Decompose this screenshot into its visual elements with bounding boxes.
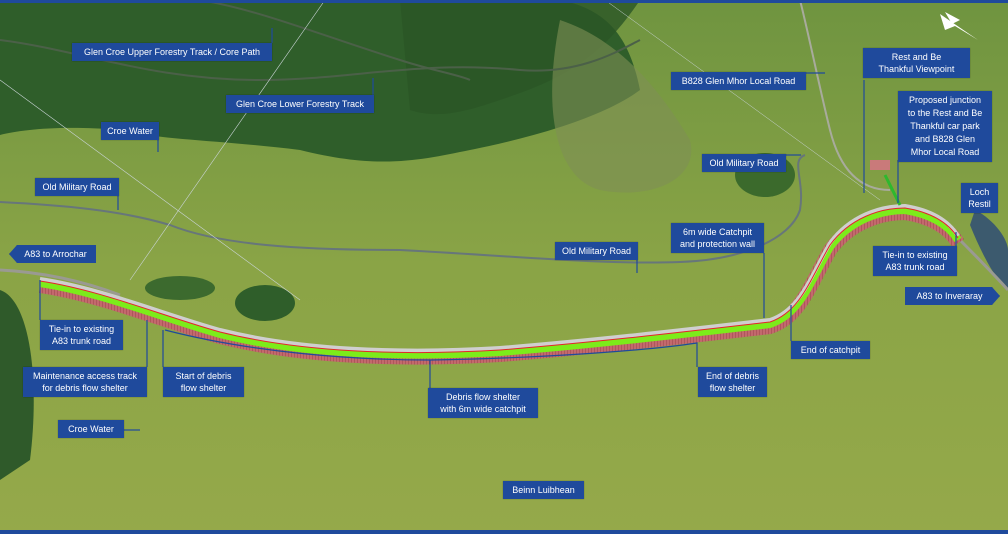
label-line: End of debris: [705, 371, 760, 381]
label-line: A83 trunk road: [51, 336, 112, 346]
label-line: Maintenance access track: [32, 371, 138, 381]
label-old-military-road-east: Old Military Road: [702, 154, 786, 172]
label-line: Debris flow shelter: [445, 392, 521, 402]
road-centerline: [39, 207, 959, 354]
shelter-extent-bracket: [164, 329, 698, 367]
label-line: Proposed junction: [908, 95, 982, 105]
label-croe-water-north: Croe Water: [101, 122, 159, 140]
woodland: [235, 285, 295, 321]
lower-forestry-track: [199, 0, 471, 81]
old-military-road: [0, 154, 806, 264]
forest-area: [0, 290, 34, 480]
label-line: to the Rest and Be: [907, 108, 983, 118]
label-old-military-road-mid: Old Military Road: [555, 242, 638, 260]
label-a83-to-inveraray: A83 to Inveraray: [905, 287, 1000, 305]
label-b828: B828 Glen Mhor Local Road: [671, 72, 806, 90]
power-line: [604, 0, 881, 201]
bottom-border: [0, 530, 1008, 534]
label-proposed-junction: Proposed junction to the Rest and Be Tha…: [898, 91, 992, 162]
label-loch-restil: Loch Restil: [961, 183, 998, 213]
label-beinn-luibhean: Beinn Luibhean: [503, 481, 584, 499]
car-park: [870, 160, 890, 170]
label-line: Mhor Local Road: [910, 147, 980, 157]
label-start-of-shelter: Start of debris flow shelter: [163, 367, 244, 397]
label-line: for debris flow shelter: [42, 383, 128, 393]
label-tie-in-west: Tie-in to existing A83 trunk road: [40, 320, 123, 350]
label-line: 6m wide Catchpit: [682, 227, 753, 237]
embankment: [39, 205, 962, 359]
label-line: Restil: [968, 199, 991, 209]
top-border: [0, 0, 1008, 3]
power-line: [0, 79, 301, 301]
label-catchpit-wall: 6m wide Catchpit and protection wall: [671, 223, 764, 253]
proposed-road: [39, 203, 960, 353]
label-debris-flow-shelter: Debris flow shelter with 6m wide catchpi…: [428, 388, 538, 418]
label-line: and protection wall: [679, 239, 756, 249]
label-line: Loch: [969, 187, 990, 197]
label-maintenance-track: Maintenance access track for debris flow…: [23, 367, 147, 397]
label-line: flow shelter: [709, 383, 756, 393]
label-a83-to-arrochar: A83 to Arrochar: [9, 245, 96, 263]
label-tie-in-east: Tie-in to existing A83 trunk road: [873, 246, 957, 276]
label-old-military-road-west: Old Military Road: [35, 178, 119, 196]
label-line: Tie-in to existing: [48, 324, 115, 334]
label-line: and B828 Glen: [914, 134, 976, 144]
label-line: Tie-in to existing: [882, 250, 948, 260]
label-line: A83 trunk road: [885, 262, 945, 272]
label-line: Thankful Viewpoint: [878, 64, 955, 74]
label-end-of-catchpit: End of catchpit: [791, 341, 870, 359]
label-lower-forestry-track: Glen Croe Lower Forestry Track: [226, 95, 374, 113]
label-line: flow shelter: [180, 383, 227, 393]
upper-forestry-track: [0, 39, 641, 82]
label-upper-forestry-track: Glen Croe Upper Forestry Track / Core Pa…: [72, 43, 272, 61]
label-croe-water-south: Croe Water: [58, 420, 124, 438]
label-end-of-shelter: End of debris flow shelter: [698, 367, 767, 397]
power-line: [129, 0, 326, 281]
loch-restil: [970, 210, 1008, 290]
label-line: Thankful car park: [910, 121, 980, 131]
label-line: with 6m wide catchpit: [440, 404, 526, 414]
north-arrow-icon: [940, 12, 978, 40]
label-line: Start of debris: [175, 371, 232, 381]
label-line: Rest and Be: [891, 52, 942, 62]
leader-lines: [39, 28, 957, 431]
label-viewpoint: Rest and Be Thankful Viewpoint: [863, 48, 970, 78]
woodland: [145, 276, 215, 300]
